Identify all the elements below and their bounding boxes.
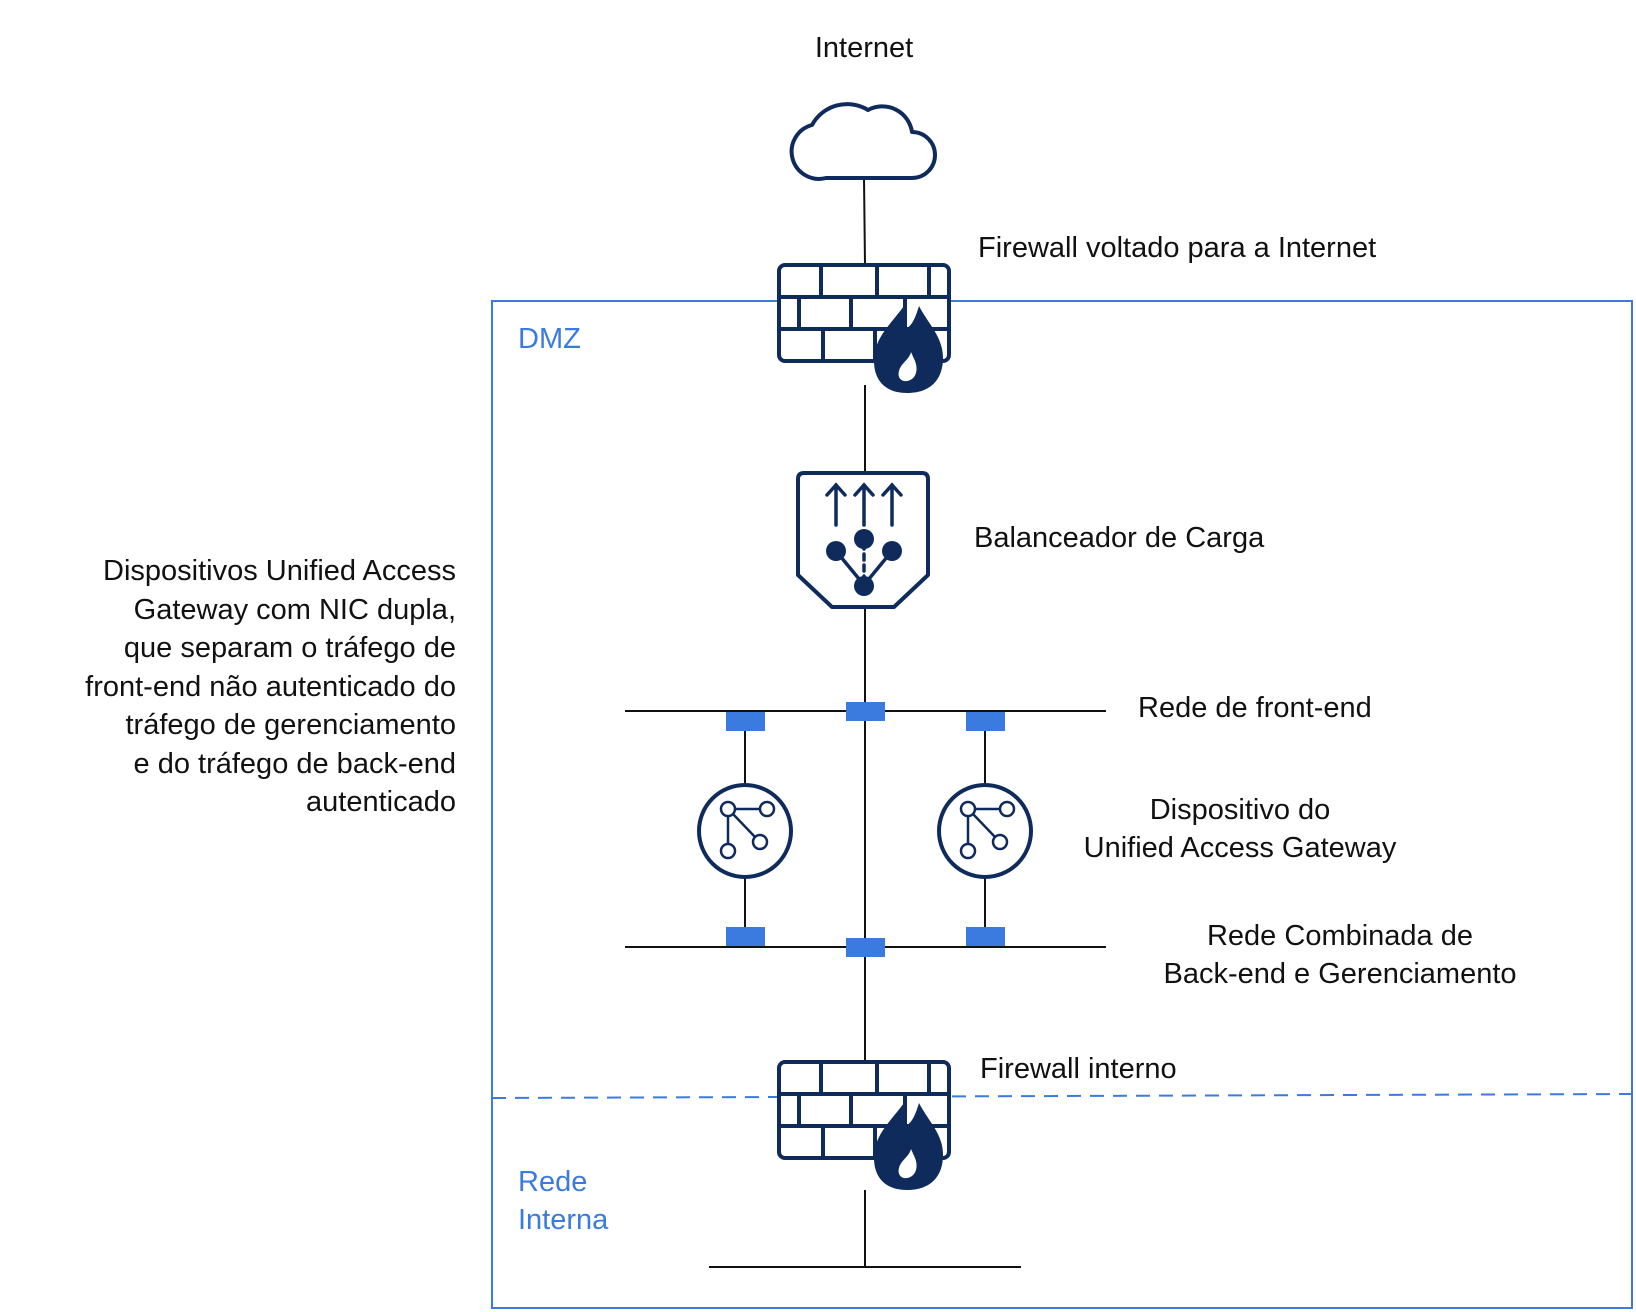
- dmz-zone-label: DMZ: [518, 323, 581, 355]
- dual-nic-note: Dispositivos Unified Access Gateway com …: [85, 552, 456, 822]
- gateway-appliance-icon: [697, 783, 793, 879]
- internal-zone-label-line1: Rede: [518, 1166, 588, 1198]
- trunk-internet-firewall: [863, 177, 866, 266]
- note-line: front-end não autenticado do: [85, 670, 456, 703]
- note-line: e do tráfego de back-end: [133, 747, 456, 780]
- internet-label: Internet: [814, 32, 914, 64]
- note-line: que separam o tráfego de: [123, 632, 456, 664]
- uag-device-label: Dispositivo do Unified Access Gateway: [1040, 791, 1440, 867]
- backend-network-label: Rede Combinada de Back-end e Gerenciamen…: [1140, 917, 1540, 993]
- external-firewall-label: Firewall voltado para a Internet: [978, 232, 1377, 264]
- gateway-appliance-icon: [937, 783, 1033, 879]
- nic-port: [726, 927, 765, 946]
- note-line: tráfego de gerenciamento: [125, 709, 457, 741]
- internal-firewall-label: Firewall interno: [980, 1053, 1177, 1085]
- dmz-zone-border: [491, 300, 1633, 1309]
- firewall-icon: [777, 263, 951, 393]
- note-line: Gateway com NIC dupla,: [133, 593, 456, 626]
- load-balancer-icon: [796, 471, 930, 609]
- note-line: Dispositivos Unified Access: [103, 555, 456, 587]
- nic-port: [846, 938, 885, 957]
- internal-zone-label-line2: Interna: [518, 1204, 609, 1236]
- nic-port: [726, 712, 765, 731]
- load-balancer-label: Balanceador de Carga: [974, 522, 1265, 554]
- nic-port: [966, 927, 1005, 946]
- internal-network-divider: [491, 1093, 1633, 1099]
- note-line: autenticado: [306, 786, 456, 818]
- backend-network-label-line1: Rede Combinada de: [1206, 920, 1473, 952]
- internal-zone-label: Rede Interna: [518, 1163, 608, 1239]
- uag-device-label-line2: Unified Access Gateway: [1083, 832, 1397, 864]
- firewall-icon: [777, 1060, 951, 1190]
- backend-network-label-line2: Back-end e Gerenciamento: [1163, 958, 1517, 990]
- frontend-network-label: Rede de front-end: [1138, 692, 1372, 724]
- cloud-icon: [789, 102, 937, 181]
- uag-device-label-line1: Dispositivo do: [1149, 794, 1331, 826]
- nic-port: [846, 702, 885, 721]
- nic-port: [966, 712, 1005, 731]
